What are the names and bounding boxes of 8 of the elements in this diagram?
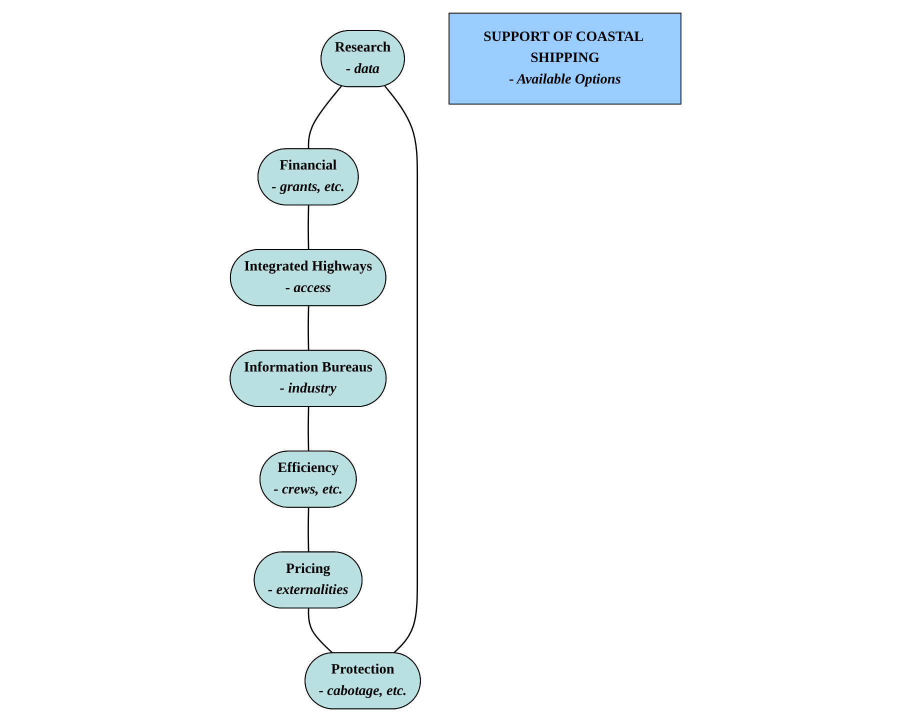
connector — [308, 205, 310, 250]
connector — [308, 508, 310, 552]
connector — [308, 608, 334, 654]
node-box: SUPPORT OF COASTAL SHIPPING - Available Options — [449, 12, 682, 105]
connector — [384, 86, 418, 654]
connector — [308, 86, 342, 150]
connector — [308, 306, 310, 351]
connector — [308, 406, 310, 452]
